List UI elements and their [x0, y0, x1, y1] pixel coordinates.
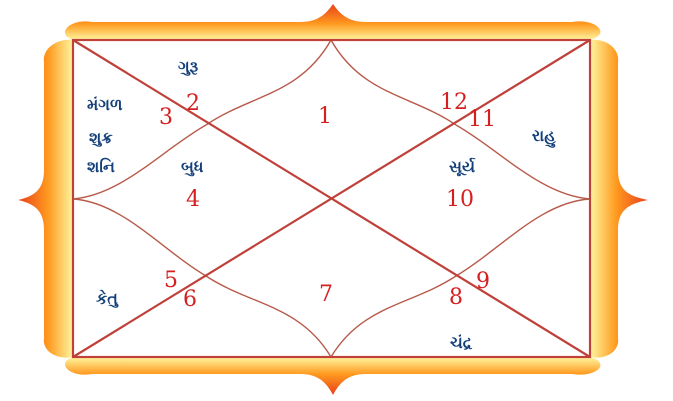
planet-chandra: ચંદ્ર	[450, 333, 473, 352]
planet-shukra: શુક્ર	[89, 128, 113, 148]
house-number-1: 1	[318, 104, 332, 129]
frame-right-border	[590, 40, 648, 358]
planet-budh: બુધ	[181, 157, 204, 177]
planet-mangal: મંગળ	[87, 95, 123, 114]
house-number-8: 8	[449, 285, 463, 310]
house-number-9: 9	[476, 269, 490, 294]
planet-guru: ગુરૂ	[178, 57, 199, 77]
house-number-3: 3	[159, 105, 173, 130]
planet-shani: શનિ	[87, 157, 115, 176]
planet-ketu: કેતુ	[96, 288, 119, 309]
house-number-2: 2	[186, 91, 200, 116]
house-number-4: 4	[186, 187, 200, 212]
frame-left-border	[18, 40, 73, 358]
house-number-11: 11	[468, 107, 496, 132]
house-number-12: 12	[440, 90, 468, 115]
house-number-10: 10	[446, 187, 474, 212]
house-number-6: 6	[183, 287, 197, 312]
house-number-7: 7	[319, 282, 333, 307]
frame-bottom-border	[65, 357, 600, 395]
planet-surya: સૂર્ય	[449, 157, 476, 177]
frame-top-border	[65, 4, 600, 40]
house-number-5: 5	[164, 268, 178, 293]
